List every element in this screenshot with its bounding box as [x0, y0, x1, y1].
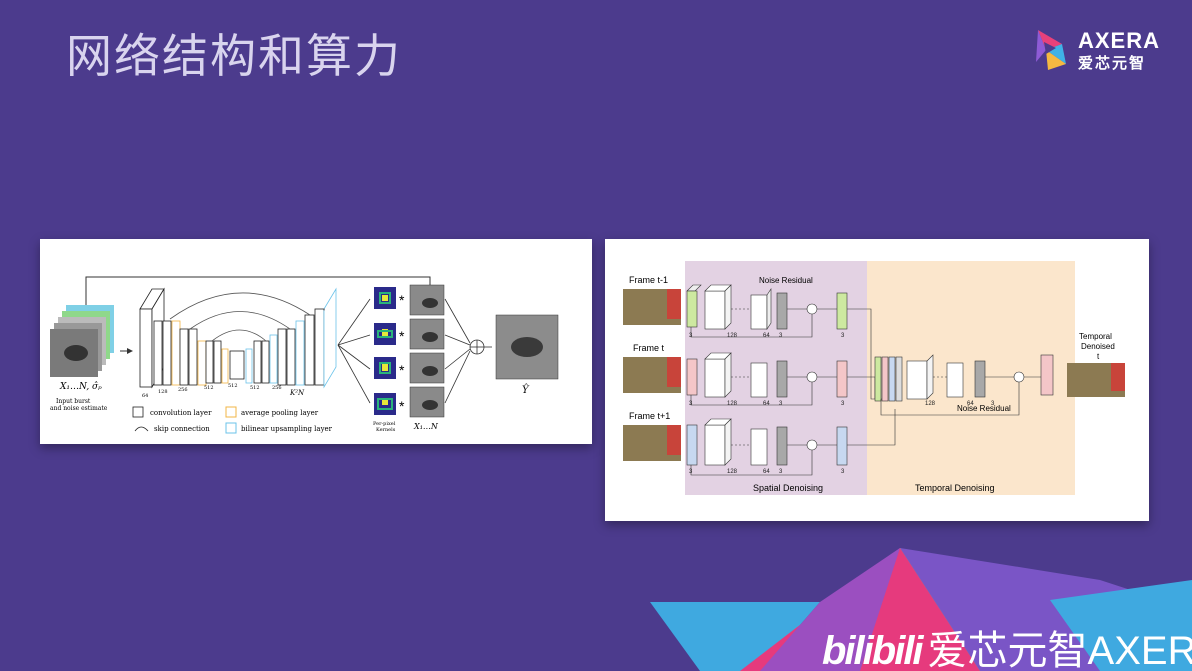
logo-cn-text: 爱芯元智: [1078, 54, 1147, 72]
legend-upsample: bilinear upsampling layer: [241, 425, 333, 433]
axera-logo: AXERA 爱芯元智: [1032, 24, 1162, 74]
logo-brand-text: AXERA: [1078, 28, 1161, 53]
axera-logo-mark-icon: [1036, 30, 1066, 70]
burst-frames-column: [409, 284, 445, 418]
x-label: X₁…N: [413, 422, 439, 431]
frame-label-2: Frame t+1: [629, 411, 670, 421]
output-label: Ŷ: [522, 384, 530, 396]
input-caption-1: Input burst: [56, 398, 91, 405]
svg-text:*: *: [399, 362, 405, 378]
svg-text:3: 3: [689, 401, 693, 407]
output-label-1: Temporal: [1079, 332, 1112, 341]
noise-residual-bottom: Noise Residual: [957, 404, 1011, 413]
svg-text:3: 3: [841, 469, 845, 475]
svg-text:128: 128: [727, 469, 738, 475]
k2n-label: K²N: [289, 389, 305, 397]
ch-128: 128: [158, 389, 168, 395]
temporal-blocks: [874, 354, 1054, 402]
frame-label-1: Frame t: [633, 343, 665, 353]
ch-256: 256: [178, 387, 188, 393]
t-num-128: 128: [925, 401, 936, 407]
spatial-row-0: [686, 284, 848, 330]
svg-text:*: *: [399, 398, 405, 414]
svg-text:*: *: [399, 292, 405, 308]
ch-512c: 512: [250, 385, 260, 391]
spatial-row-1: [686, 352, 848, 398]
svg-text:64: 64: [763, 333, 770, 339]
ch-64: 64: [142, 393, 148, 399]
svg-text:3: 3: [689, 469, 693, 475]
frame-label-0: Frame t-1: [629, 275, 668, 285]
fastdvd-diagram: Frame t-1 Frame t Frame t+1 Noise Residu…: [623, 261, 1125, 495]
input-label: X₁…N, σ̂ₚ: [59, 381, 102, 392]
ch-256b: 256: [272, 385, 282, 391]
legend-pool: average pooling layer: [241, 409, 319, 417]
svg-text:3: 3: [841, 401, 845, 407]
input-burst-stack: [50, 305, 114, 377]
kernels-label-2: Kernels: [376, 427, 396, 433]
t-num-3: 3: [991, 401, 995, 407]
output-label-2: Denoised: [1081, 342, 1115, 351]
ch-512b: 512: [228, 383, 238, 389]
legend: convolution layer average pooling layer …: [132, 406, 333, 434]
legend-skip: skip connection: [154, 425, 210, 433]
bottom-decoration: [650, 548, 1192, 671]
unet-blocks: [139, 287, 337, 389]
bilibili-watermark: bilibili爱芯元智AXERA: [822, 618, 1192, 671]
kpn-architecture-figure: X₁…N, σ̂ₚ Input burst and noise estimate: [40, 239, 592, 444]
svg-text:3: 3: [779, 401, 783, 407]
temporal-label: Temporal Denoising: [915, 483, 995, 493]
svg-text:3: 3: [779, 333, 783, 339]
svg-text:3: 3: [841, 333, 845, 339]
svg-text:3: 3: [689, 333, 693, 339]
t-num-64: 64: [967, 401, 974, 407]
spatial-row-2: [686, 418, 848, 466]
output-label-3: t: [1097, 352, 1100, 361]
page-title: 网络结构和算力: [66, 29, 402, 83]
legend-conv: convolution layer: [150, 409, 212, 417]
svg-text:64: 64: [763, 469, 770, 475]
ch-512a: 512: [204, 385, 214, 391]
noise-residual-top: Noise Residual: [759, 276, 813, 285]
kpn-diagram: X₁…N, σ̂ₚ Input burst and noise estimate: [50, 276, 559, 434]
svg-text:3: 3: [779, 469, 783, 475]
spatial-label: Spatial Denoising: [753, 483, 823, 493]
video-denoising-figure: Frame t-1 Frame t Frame t+1 Noise Residu…: [605, 239, 1149, 521]
svg-text:128: 128: [727, 333, 738, 339]
watermark-text: 爱芯元智AXERA: [927, 629, 1192, 671]
input-caption-2: and noise estimate: [50, 405, 108, 412]
bilibili-logo-text: bilibili: [822, 629, 924, 671]
per-pixel-kernels: [374, 287, 396, 415]
kernels-label-1: Per-pixel: [373, 421, 396, 427]
svg-text:128: 128: [727, 401, 738, 407]
svg-text:64: 64: [763, 401, 770, 407]
svg-text:*: *: [399, 328, 405, 344]
